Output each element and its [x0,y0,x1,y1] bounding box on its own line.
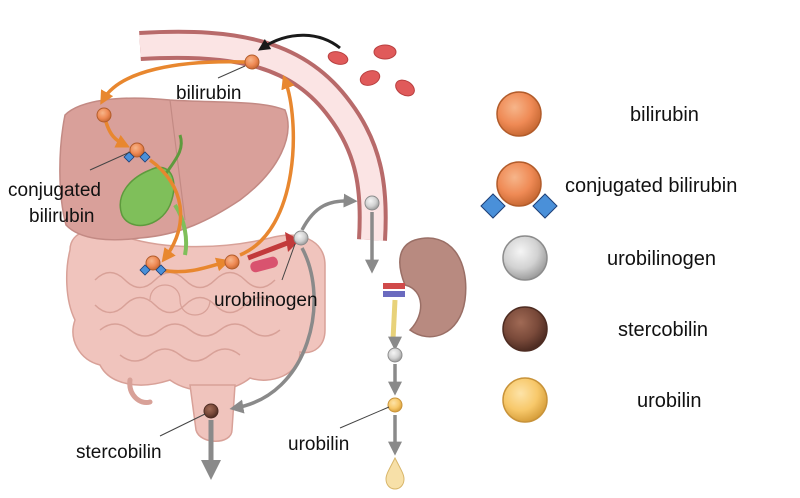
legend-label-stercobilin: stercobilin [618,319,708,341]
legend-label-urobilin: urobilin [637,390,701,412]
rbc-2 [327,51,349,65]
rbc-4 [395,79,415,97]
legend-conjugated-left-diamond [480,193,506,219]
legend-item-stercobilin: stercobilin [502,306,708,352]
rbc-1 [373,44,397,60]
legend-label-urobilinogen: urobilinogen [607,248,716,270]
gallbladder [119,134,189,256]
legend-stercobilin-icon [502,306,548,352]
arrow-urobilinogen-to-blood [300,193,358,231]
arrow-urobilinogen-to-stercobilin [229,247,316,414]
arrow-rbc-to-bilirubin [257,33,341,51]
red-blood-cells [327,44,415,97]
gut-bacteria [250,256,278,273]
arrow-liver-to-conjugation [104,121,131,148]
bilirubin-in-liver [96,107,112,123]
urobilin-in-urine [387,397,403,413]
legend-conjugated-icon [496,161,542,207]
legend-bilirubin-icon [496,91,542,137]
urobilinogen-in-blood [364,195,380,211]
legend-conjugated-right-diamond [532,193,558,219]
label-urobilin: urobilin [288,434,349,455]
label-conjugated-line2: bilirubin [29,206,94,227]
kidney [383,237,467,341]
legend-item-conjugated: conjugated bilirubin [480,161,737,219]
legend-label-conjugated: conjugated bilirubin [565,175,737,197]
label-bilirubin: bilirubin [176,83,241,104]
urine-drop-icon [385,456,405,490]
urobilinogen-in-intestine [293,230,309,246]
rbc-3 [359,70,381,86]
legend-item-urobilin: urobilin [502,377,701,423]
intestines [65,229,326,442]
conjugated-bilirubin-intestine [139,255,167,276]
bilirubin-in-blood [244,54,260,70]
legend-urobilin-icon [502,377,548,423]
arrow-to-urobilinogen [247,239,291,261]
label-urobilinogen: urobilinogen [214,290,318,311]
blood-vessel [139,29,388,241]
legend-urobilinogen-icon [502,235,548,281]
legend-item-bilirubin: bilirubin [496,91,699,137]
arrow-bile-to-intestine [148,158,183,263]
liver [59,97,289,241]
label-stercobilin: stercobilin [76,442,162,463]
conjugated-bilirubin-liver [123,142,151,163]
legend-item-urobilinogen: urobilinogen [502,235,716,281]
diagram-molecules [96,54,405,490]
bilirubin-in-intestine [224,254,240,270]
urobilinogen-in-urine [387,347,403,363]
arrows [100,33,402,480]
arrow-intestine-flow [161,257,231,274]
label-conjugated-line1: conjugated [8,180,101,201]
stercobilin-in-rectum [203,403,219,419]
legend: bilirubin conjugated bilirubin urobilino… [480,91,737,423]
arrow-enterohepatic [239,74,296,257]
arrow-bilirubin-to-liver [100,60,246,105]
leader-lines [89,65,390,437]
legend-label-bilirubin: bilirubin [630,104,699,126]
